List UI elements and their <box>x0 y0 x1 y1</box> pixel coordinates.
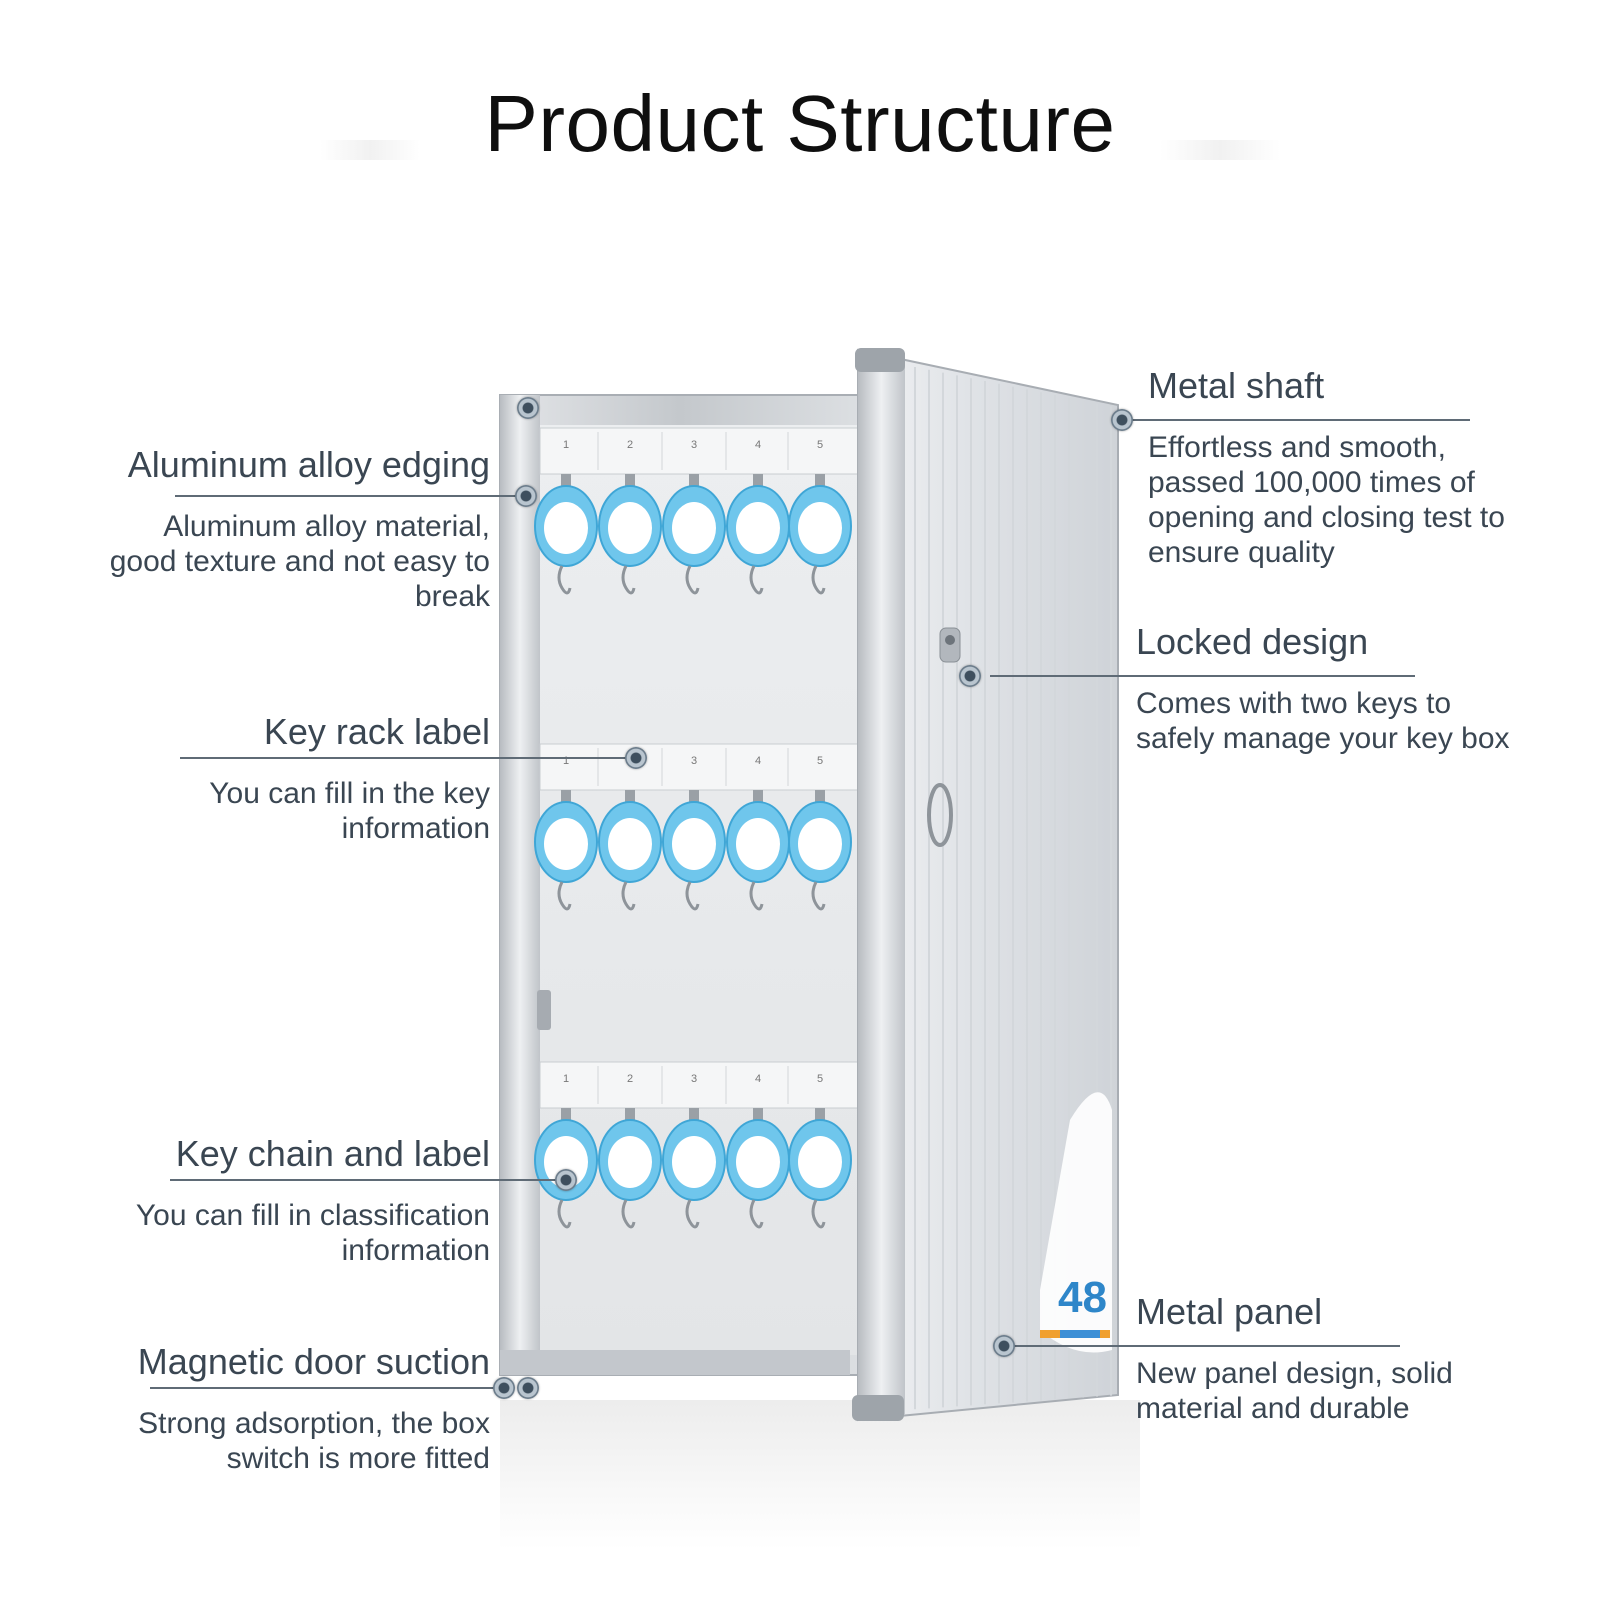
callout-key-rack-label-desc-line-2: information <box>341 812 490 845</box>
title-underline-left <box>320 140 420 160</box>
key-tag <box>726 1108 790 1229</box>
cabinet-door: 48 <box>852 348 1119 1422</box>
marker-dot-metal-shaft <box>1111 409 1133 431</box>
slot-number: 3 <box>691 1073 697 1085</box>
callout-metal-shaft-desc-line-1: Effortless and smooth, <box>1148 431 1446 464</box>
callout-key-chain-label-desc-line-2: information <box>341 1234 490 1267</box>
slot-number: 5 <box>817 1073 823 1085</box>
callout-locked-design-heading: Locked design <box>1136 621 1369 662</box>
callout-locked-design-desc-line-2: safely manage your key box <box>1136 722 1510 755</box>
marker-dot-key-rack-label <box>625 747 647 769</box>
key-tag <box>788 474 852 595</box>
marker-dot-aluminum-edging <box>515 485 537 507</box>
slot-number: 3 <box>691 755 697 767</box>
callout-magnetic-door-heading: Magnetic door suction <box>137 1341 490 1382</box>
slot-number: 1 <box>563 1073 569 1085</box>
callout-locked-design-desc-line-1: Comes with two keys to <box>1136 687 1452 720</box>
callout-aluminum-edging-desc-line-2: good texture and not easy to <box>109 545 490 578</box>
label-strip <box>539 427 859 475</box>
label-strip <box>539 743 859 791</box>
callout-metal-panel-desc-line-2: material and durable <box>1136 1392 1410 1425</box>
slot-number: 1 <box>563 439 569 451</box>
slot-number: 5 <box>817 439 823 451</box>
page-title: Product Structure <box>484 79 1116 168</box>
callout-metal-panel: Metal panel New panel design, solid mate… <box>1136 1292 1576 1426</box>
key-tag <box>788 790 852 911</box>
callout-key-chain-label: Key chain and label You can fill in clas… <box>20 1134 490 1268</box>
callout-locked-design: Locked design Comes with two keys to saf… <box>1136 622 1592 756</box>
key-tag <box>534 790 598 911</box>
slot-number: 4 <box>755 755 761 767</box>
marker-dot-magnetic-door <box>493 1377 515 1399</box>
callout-aluminum-edging-desc-line-3: break <box>414 580 490 613</box>
label-strip <box>539 1061 859 1109</box>
cabinet-left-edge <box>500 395 540 1375</box>
door-bottom-cap <box>852 1395 904 1421</box>
slot-number: 3 <box>691 439 697 451</box>
marker-dot-locked-design <box>959 665 981 687</box>
callout-metal-panel-desc-line-1: New panel design, solid <box>1136 1357 1453 1390</box>
door-handle <box>927 783 953 847</box>
slot-number: 5 <box>817 755 823 767</box>
key-rows: 123451234512345 <box>534 427 859 1229</box>
marker-dot-cabinet-top <box>517 397 539 419</box>
door-badge: 48 <box>1040 1092 1112 1353</box>
key-tag <box>598 474 662 595</box>
key-row: 1 2 3 4 5 <box>534 427 859 595</box>
callout-aluminum-edging: Aluminum alloy edging Aluminum alloy mat… <box>20 445 490 614</box>
callout-metal-shaft-heading: Metal shaft <box>1148 365 1325 406</box>
callout-key-rack-label-heading: Key rack label <box>263 711 490 752</box>
key-tag <box>534 474 598 595</box>
callout-key-rack-label: Key rack label You can fill in the key i… <box>20 712 490 846</box>
callout-magnetic-door-desc-line-2: switch is more fitted <box>226 1442 490 1475</box>
key-tag <box>662 474 726 595</box>
key-tag <box>788 1108 852 1229</box>
key-tag <box>598 1108 662 1229</box>
marker-dot-key-chain-label <box>555 1169 577 1191</box>
slot-number: 4 <box>755 1073 761 1085</box>
callout-magnetic-door-desc-line-1: Strong adsorption, the box <box>138 1407 490 1440</box>
key-tag <box>726 790 790 911</box>
cabinet-bottom-rail <box>500 1350 850 1375</box>
leader-lines <box>150 419 1470 1389</box>
marker-dot-cabinet-bottom <box>517 1377 539 1399</box>
callout-metal-shaft-desc-line-3: opening and closing test to <box>1148 501 1505 534</box>
door-hinge-edge <box>858 350 905 1420</box>
door-badge-number: 48 <box>1058 1273 1107 1322</box>
title-underline-right <box>1160 140 1280 160</box>
door-lock <box>939 627 961 663</box>
callout-aluminum-edging-heading: Aluminum alloy edging <box>127 444 490 485</box>
slot-number: 4 <box>755 439 761 451</box>
key-tag <box>662 1108 726 1229</box>
callout-key-chain-label-desc-line-1: You can fill in classification <box>135 1199 490 1232</box>
slot-number: 2 <box>627 439 633 451</box>
callout-key-chain-label-heading: Key chain and label <box>175 1133 490 1174</box>
key-row: 1 2 3 4 5 <box>534 1061 859 1229</box>
floor-reflection <box>500 1400 1140 1550</box>
key-tag <box>662 790 726 911</box>
callout-metal-shaft: Metal shaft Effortless and smooth, passe… <box>1148 366 1588 570</box>
key-tag <box>598 790 662 911</box>
magnet-catch <box>537 990 551 1030</box>
slot-number: 2 <box>627 1073 633 1085</box>
callout-metal-shaft-desc-line-4: ensure quality <box>1148 536 1335 569</box>
callout-key-rack-label-desc-line-1: You can fill in the key <box>209 777 490 810</box>
callout-metal-shaft-desc-line-2: passed 100,000 times of <box>1148 466 1475 499</box>
callout-aluminum-edging-desc-line-1: Aluminum alloy material, <box>163 510 490 543</box>
key-tag <box>726 474 790 595</box>
door-top-cap <box>855 348 905 372</box>
marker-dot-metal-panel <box>993 1335 1015 1357</box>
callout-metal-panel-heading: Metal panel <box>1136 1291 1323 1332</box>
callout-magnetic-door: Magnetic door suction Strong adsorption,… <box>20 1342 490 1476</box>
slot-number: 1 <box>563 755 569 767</box>
